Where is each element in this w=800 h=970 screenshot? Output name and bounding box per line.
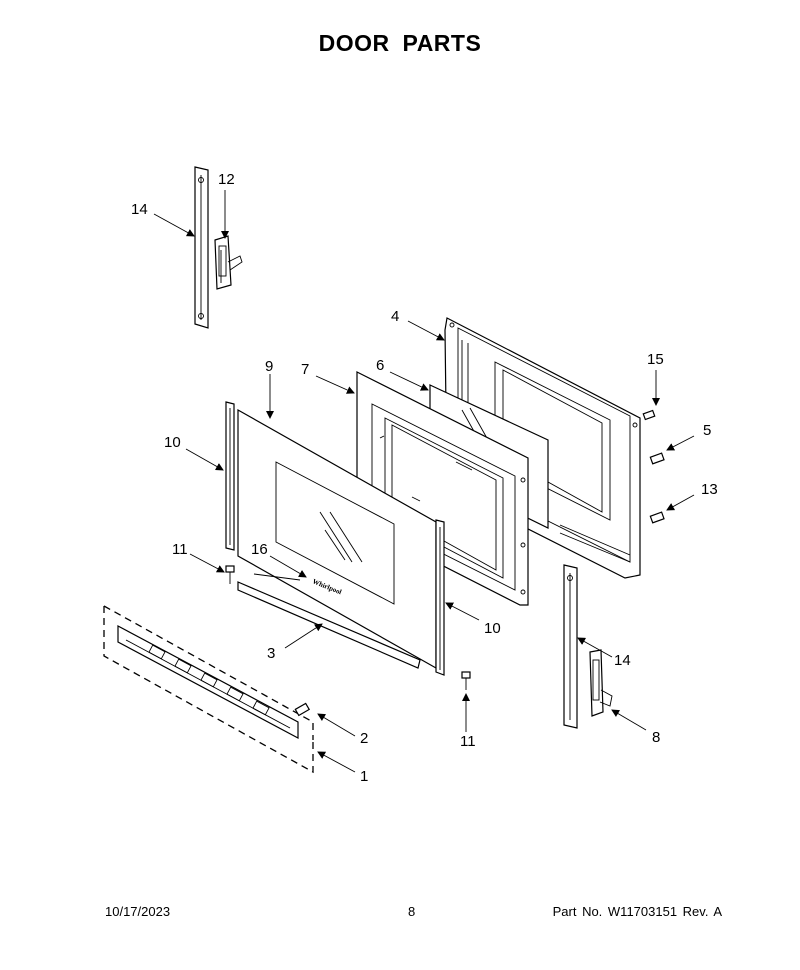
callout-12: 12 xyxy=(218,171,235,188)
callout-1: 1 xyxy=(360,768,368,785)
page-title: DOOR PARTS xyxy=(318,30,482,56)
callout-8: 8 xyxy=(652,729,660,746)
callout-11-right: 11 xyxy=(460,733,476,750)
hinge-receptacle-left xyxy=(214,235,243,290)
hinge-receptacle-right xyxy=(589,649,613,717)
hinge-arm-right xyxy=(563,564,578,729)
callout-10-right: 10 xyxy=(484,620,501,637)
screw-part-15 xyxy=(642,409,656,421)
callout-13: 13 xyxy=(701,481,718,498)
screw-part-13 xyxy=(649,511,665,524)
door-side-trim-right xyxy=(435,519,445,676)
door-bottom-trim xyxy=(237,581,421,669)
callout-5: 5 xyxy=(703,422,711,439)
callout-3: 3 xyxy=(267,645,275,662)
callout-14-upper: 14 xyxy=(131,201,148,218)
footer-page-number: 8 xyxy=(408,904,416,919)
handle-screw xyxy=(294,702,311,717)
callout-15: 15 xyxy=(647,351,664,368)
callout-10-left: 10 xyxy=(164,434,181,451)
screw-lower-left xyxy=(225,565,235,584)
door-side-trim-left xyxy=(225,401,235,551)
screw-part-5 xyxy=(649,452,665,465)
footer-date: 10/17/2023 xyxy=(105,904,171,919)
callout-7: 7 xyxy=(301,361,309,378)
leader-lines xyxy=(153,190,695,773)
callout-14-lower: 14 xyxy=(614,652,631,669)
footer-part-number: Part No. W11703151 Rev. A xyxy=(552,904,722,919)
callout-6: 6 xyxy=(376,357,384,374)
screw-lower-right xyxy=(461,671,471,690)
callout-11-left: 11 xyxy=(172,541,188,558)
callout-16: 16 xyxy=(251,541,268,558)
callout-2: 2 xyxy=(360,730,368,747)
callout-9: 9 xyxy=(265,358,273,375)
hinge-arm-left xyxy=(194,166,209,329)
door-handle-assembly xyxy=(103,605,314,774)
callout-4: 4 xyxy=(391,308,399,325)
